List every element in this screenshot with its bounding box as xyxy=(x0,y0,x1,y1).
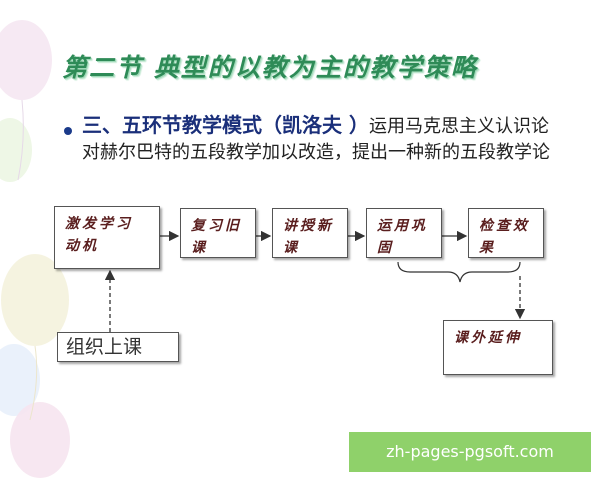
flow-node-step-2: 讲授新课 xyxy=(272,208,348,258)
flow-node-extension: 课外延伸 xyxy=(443,320,553,375)
flow-node-step-3: 运用巩固 xyxy=(366,208,442,258)
flow-node-start: 激发学习动机 xyxy=(54,206,160,269)
brace-steps-3-4 xyxy=(397,261,521,283)
bullet-paragraph: 三、五环节教学模式（凯洛夫 ）运用马克思主义认识论对赫尔巴特的五段教学加以改造，… xyxy=(82,112,552,166)
flow-node-organize: 组织上课 xyxy=(57,332,179,362)
watermark-banner[interactable]: zh-pages-pgsoft.com xyxy=(349,432,591,472)
bullet-heading: 三、五环节教学模式（凯洛夫 ） xyxy=(82,113,369,137)
slide-title: 第二节 典型的以教为主的教学策略 xyxy=(62,53,478,82)
bullet-icon xyxy=(64,127,72,135)
flow-node-step-4: 检查效果 xyxy=(468,208,544,258)
bullet-body: 运用马克思主义认识论对赫尔巴特的五段教学加以改造，提出一种新的五段教学论 xyxy=(82,116,550,163)
flow-node-step-1: 复习旧课 xyxy=(180,208,256,258)
